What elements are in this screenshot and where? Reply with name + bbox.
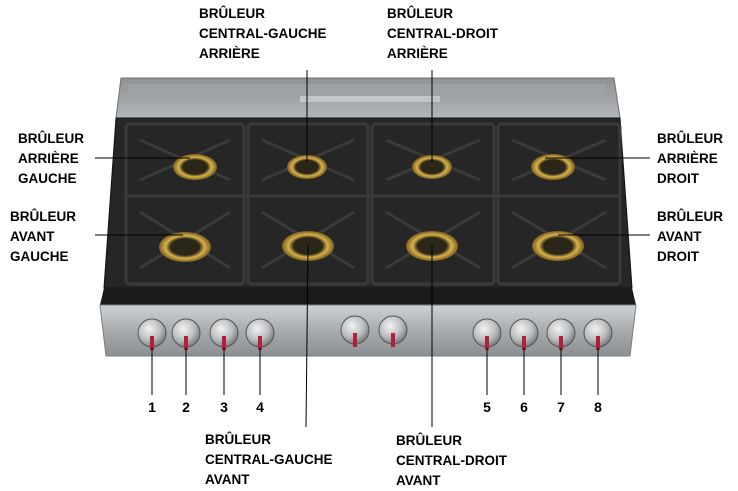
backguard	[116, 78, 620, 118]
knob-number-5: 5	[477, 399, 497, 415]
label-rear-left: BRÛLEUR ARRIÈRE GAUCHE	[18, 129, 84, 189]
knob-number-6: 6	[514, 399, 534, 415]
knob-number-4: 4	[250, 399, 270, 415]
label-rear-center-right: BRÛLEUR CENTRAL-DROIT ARRIÈRE	[387, 4, 498, 64]
label-front-left: BRÛLEUR AVANT GAUCHE	[10, 207, 76, 267]
label-rear-center-left: BRÛLEUR CENTRAL-GAUCHE ARRIÈRE	[199, 4, 327, 64]
label-rear-right: BRÛLEUR ARRIÈRE DROIT	[657, 129, 723, 189]
knob-number-8: 8	[588, 399, 608, 415]
burner-front-left	[159, 232, 211, 262]
label-front-center-left: BRÛLEUR CENTRAL-GAUCHE AVANT	[205, 430, 333, 490]
label-front-right: BRÛLEUR AVANT DROIT	[657, 207, 723, 267]
label-front-center-right: BRÛLEUR CENTRAL-DROIT AVANT	[396, 431, 507, 491]
knob-number-3: 3	[214, 399, 234, 415]
knob-number-7: 7	[551, 399, 571, 415]
knob-number-2: 2	[176, 399, 196, 415]
knob-number-1: 1	[142, 399, 162, 415]
